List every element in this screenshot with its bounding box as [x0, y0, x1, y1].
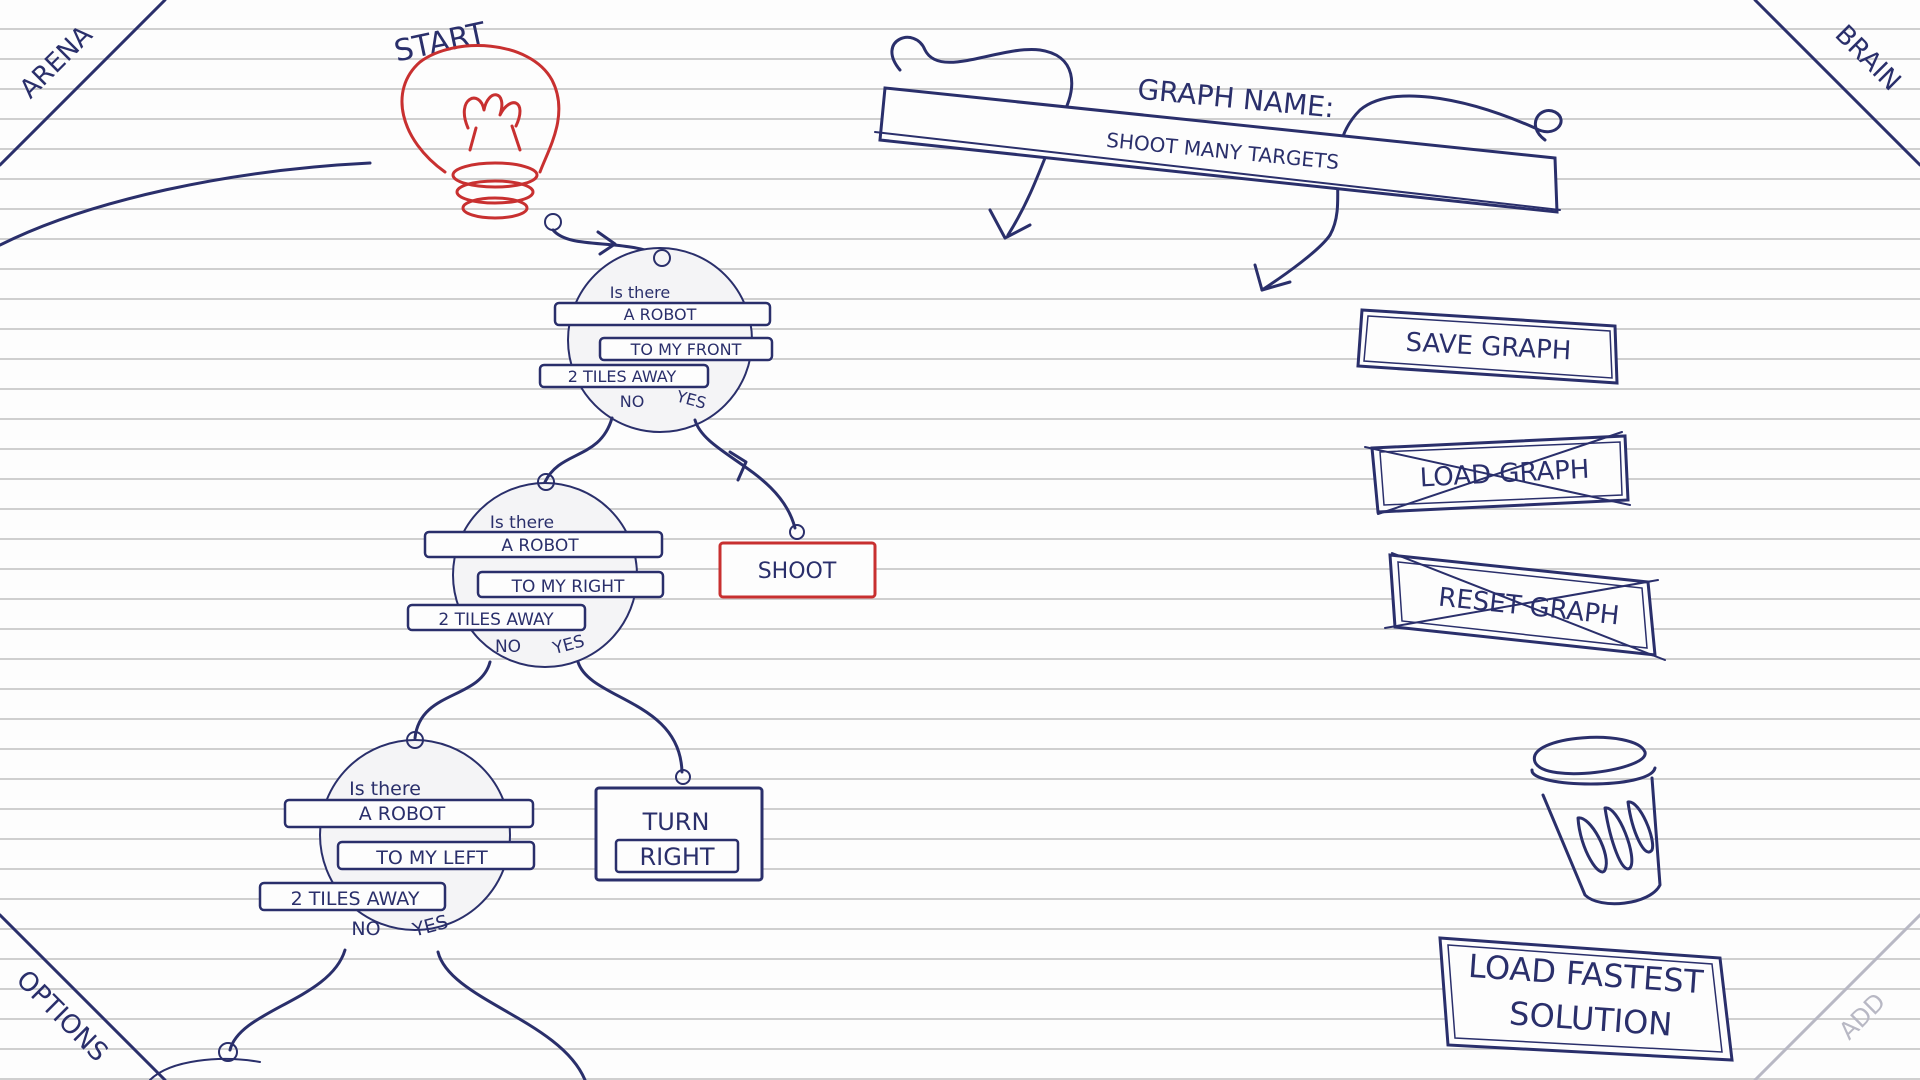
connector-q3-yes [436, 950, 587, 1080]
corner-tab-options[interactable]: OPTIONS [10, 965, 113, 1068]
question3-line4: 2 TILES AWAY [291, 888, 420, 910]
connector-q1-yes [693, 418, 797, 530]
start-node[interactable]: START [391, 16, 562, 231]
start-label: START [391, 16, 489, 70]
arrow-icon [728, 450, 748, 482]
next-node-port [218, 1042, 238, 1062]
question3-no[interactable]: NO [351, 918, 380, 940]
question-node-left[interactable]: Is there A ROBOT TO MY LEFT 2 TILES AWAY… [258, 731, 536, 942]
question3-line1: Is there [349, 778, 421, 800]
question-node-front[interactable]: Is there A ROBOT TO MY FRONT 2 TILES AWA… [538, 247, 774, 433]
connector-q2-yes [576, 660, 684, 774]
lightbulb-icon [400, 44, 562, 231]
connector-q2-no [413, 660, 492, 740]
question2-no[interactable]: NO [495, 637, 521, 657]
right-label: RIGHT [639, 843, 714, 871]
shoot-label: SHOOT [758, 559, 837, 584]
load-graph-button[interactable]: LOAD GRAPH [1364, 431, 1631, 515]
question1-line3: TO MY FRONT [630, 340, 742, 359]
graph-name-banner: GRAPH NAME: [874, 35, 1563, 292]
shoot-action-node[interactable]: SHOOT [718, 524, 877, 599]
arena-tab-label: ARENA [14, 20, 99, 105]
save-graph-button[interactable]: SAVE GRAPH [1356, 308, 1619, 385]
question-node-right[interactable]: Is there A ROBOT TO MY RIGHT 2 TILES AWA… [406, 473, 665, 668]
partial-next-node [149, 1058, 261, 1080]
question1-no[interactable]: NO [620, 392, 645, 411]
question1-line1: Is there [610, 283, 670, 302]
trash-can-icon[interactable] [1530, 735, 1662, 906]
options-tab-label: OPTIONS [10, 965, 113, 1068]
turn-label: TURN [642, 808, 710, 836]
turn-right-action-node[interactable]: TURN RIGHT [594, 769, 764, 882]
arrow-icon [596, 230, 617, 256]
corner-tab-arena[interactable]: ARENA [14, 20, 99, 105]
connector-q3-no [228, 948, 347, 1052]
question2-line2: A ROBOT [501, 536, 579, 556]
add-tab-label: ADD [1834, 988, 1892, 1046]
question3-line3: TO MY LEFT [375, 847, 488, 869]
question3-line2: A ROBOT [359, 803, 446, 825]
question2-line3: TO MY RIGHT [511, 577, 625, 597]
connector-q1-no [543, 416, 614, 484]
corner-tab-add[interactable]: ADD [1834, 988, 1892, 1046]
question2-line1: Is there [490, 513, 554, 533]
reset-graph-button[interactable]: RESET GRAPH [1384, 552, 1666, 661]
load-fastest-solution-button[interactable]: LOAD FASTEST SOLUTION [1438, 936, 1734, 1062]
question1-line2: A ROBOT [624, 305, 697, 324]
question1-line4: 2 TILES AWAY [568, 367, 677, 386]
incoming-curve [0, 161, 372, 247]
question2-line4: 2 TILES AWAY [438, 610, 554, 630]
